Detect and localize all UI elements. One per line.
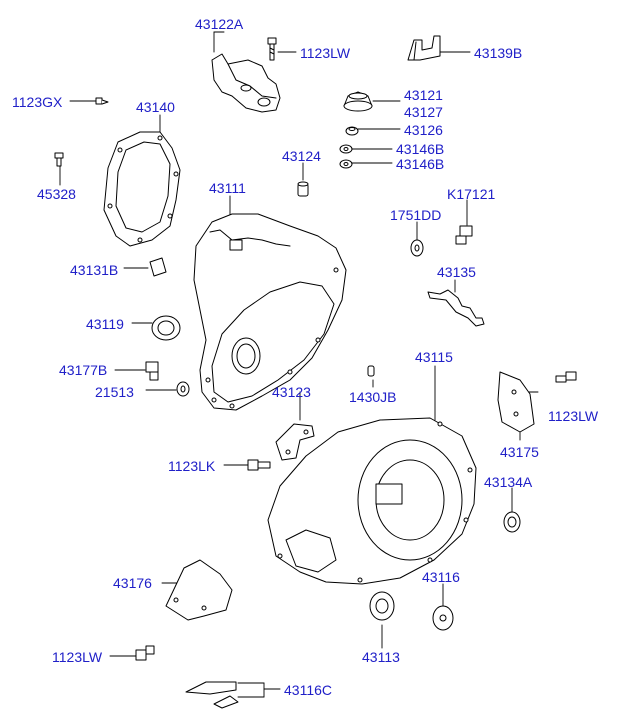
label-21513[interactable]: 21513 bbox=[95, 384, 134, 400]
rod-43135-part bbox=[427, 289, 485, 327]
bolt-1123LW-bottom-part bbox=[135, 645, 155, 661]
leader-lines bbox=[59, 31, 571, 698]
bolt-1123LK-part bbox=[247, 459, 271, 471]
label-43146B-b[interactable]: 43146B bbox=[396, 156, 445, 172]
label-1123LK[interactable]: 1123LK bbox=[168, 458, 216, 474]
clip-43116C-part bbox=[185, 681, 239, 709]
washer-21513-part bbox=[176, 381, 190, 397]
bracket-43139B-part bbox=[407, 35, 441, 61]
bracket-43176-part bbox=[165, 559, 233, 621]
bushing-43146B-a-part bbox=[339, 144, 353, 154]
label-43176[interactable]: 43176 bbox=[113, 575, 152, 591]
label-43175[interactable]: 43175 bbox=[500, 444, 539, 460]
label-43139B[interactable]: 43139B bbox=[474, 45, 523, 61]
label-43131B[interactable]: 43131B bbox=[70, 262, 119, 278]
bracket-43175-part bbox=[497, 371, 535, 433]
label-1123LW-top[interactable]: 1123LW bbox=[300, 45, 351, 61]
label-43123[interactable]: 43123 bbox=[272, 384, 311, 400]
label-1123LW-right[interactable]: 1123LW bbox=[548, 408, 599, 424]
label-43115[interactable]: 43115 bbox=[415, 349, 453, 365]
label-1430JB[interactable]: 1430JB bbox=[349, 389, 397, 405]
seal-43134A-part bbox=[503, 511, 521, 533]
boot-43121-part bbox=[343, 91, 373, 112]
label-43116[interactable]: 43116 bbox=[422, 569, 460, 585]
label-43177B[interactable]: 43177B bbox=[59, 362, 108, 378]
label-43135[interactable]: 43135 bbox=[437, 264, 476, 280]
cap-43124-part bbox=[297, 181, 309, 197]
label-43119[interactable]: 43119 bbox=[86, 316, 124, 332]
pad-43131B-part bbox=[149, 257, 167, 277]
label-1751DD[interactable]: 1751DD bbox=[390, 207, 442, 223]
washer-1751DD-part bbox=[410, 239, 424, 257]
pin-45328-part bbox=[54, 152, 64, 167]
plug-K17121-part bbox=[455, 225, 473, 245]
label-43126[interactable]: 43126 bbox=[404, 122, 443, 138]
bushing-43146B-b-part bbox=[339, 159, 353, 169]
label-43134A[interactable]: 43134A bbox=[484, 474, 533, 490]
housing-43115-part bbox=[267, 417, 477, 585]
plug-43116-part bbox=[432, 605, 454, 631]
seal-43119-part bbox=[151, 315, 181, 341]
bolt-1123LW-right-part bbox=[555, 371, 577, 383]
bolt-1123LW-top-part bbox=[267, 37, 277, 61]
label-43124[interactable]: 43124 bbox=[282, 148, 321, 164]
bracket-43122A-part bbox=[211, 53, 281, 113]
label-43146B-a[interactable]: 43146B bbox=[396, 141, 445, 157]
label-43113[interactable]: 43113 bbox=[362, 649, 400, 665]
screw-1123GX-part bbox=[95, 97, 109, 105]
label-43121[interactable]: 43121 bbox=[404, 87, 443, 103]
cover-43140-part bbox=[103, 131, 181, 247]
label-1123LW-bottom[interactable]: 1123LW bbox=[52, 649, 103, 665]
label-43111[interactable]: 43111 bbox=[209, 180, 246, 196]
label-1123GX[interactable]: 1123GX bbox=[12, 94, 63, 110]
label-45328[interactable]: 45328 bbox=[37, 186, 76, 202]
label-43116C[interactable]: 43116C bbox=[284, 682, 333, 698]
case-43111-part bbox=[193, 213, 347, 411]
label-43127[interactable]: 43127 bbox=[404, 104, 443, 120]
plug-43177B-part bbox=[145, 361, 159, 381]
washer-43126-part bbox=[345, 126, 359, 136]
seal-43113-part bbox=[369, 591, 395, 621]
bracket-43123-part bbox=[275, 423, 315, 461]
label-K17121[interactable]: K17121 bbox=[447, 186, 496, 202]
label-43140[interactable]: 43140 bbox=[136, 99, 175, 115]
label-43122A[interactable]: 43122A bbox=[195, 16, 244, 32]
pin-1430JB-part bbox=[367, 365, 375, 377]
